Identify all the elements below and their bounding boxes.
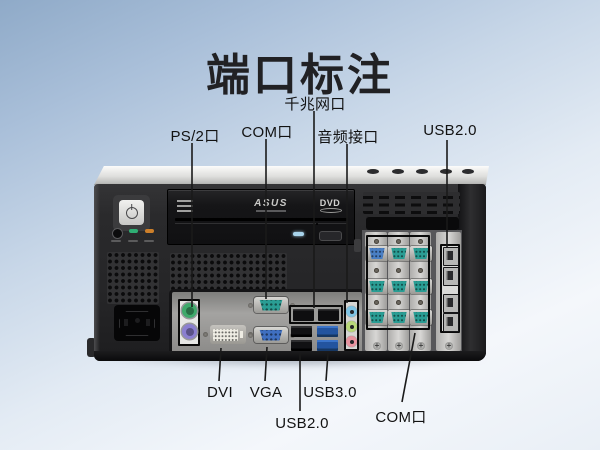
- panel-marking: [144, 240, 154, 242]
- bracket-screw: [396, 268, 401, 273]
- dvd-logo: DVD: [317, 198, 343, 213]
- com-expansion-port: [388, 310, 410, 325]
- usb2-port-rear: [291, 326, 312, 337]
- com-expansion-port: [388, 279, 410, 294]
- ethernet-highlight-box: [289, 305, 343, 324]
- ethernet-port-1: [293, 308, 314, 321]
- drive-activity-led: [293, 232, 304, 236]
- ethernet-port-2: [318, 308, 339, 321]
- bracket-screw: [374, 268, 379, 273]
- ac-pin-hole: [135, 318, 140, 323]
- dvi-analog-slot: [240, 331, 243, 338]
- page-title: 端口标注: [206, 51, 394, 101]
- com-expansion-port: [366, 279, 388, 294]
- drive-brand-subtext: [256, 210, 286, 212]
- bracket-thumb-screw: +: [395, 341, 403, 350]
- optical-drive: ASUS DVD: [167, 189, 355, 245]
- bracket-thumb-screw: +: [373, 341, 381, 350]
- dvi-pin-grid: [213, 328, 238, 341]
- dvi-port: [203, 325, 253, 344]
- ac-socket: [119, 311, 155, 336]
- com-port-rear: [247, 297, 295, 313]
- vent-grid-middle: [170, 253, 287, 296]
- usb2-expansion-port: [443, 313, 459, 332]
- rear-slot-opening: [366, 216, 459, 230]
- label-gigabit-lan: 千兆网口: [284, 96, 346, 113]
- label-com-top: COM口: [241, 124, 293, 141]
- com-expansion-port: [388, 246, 410, 261]
- panel-marking: [128, 240, 138, 242]
- com-expansion-port: [410, 246, 432, 261]
- bracket-screw: [418, 300, 423, 305]
- usb2-expansion-port: [443, 247, 459, 266]
- panel-marking: [111, 240, 121, 242]
- vga-port: [247, 327, 295, 343]
- chassis-right-bezel: [458, 184, 486, 361]
- power-icon: [125, 206, 138, 219]
- label-usb3: USB3.0: [303, 384, 357, 401]
- label-usb2-top: USB2.0: [423, 122, 477, 139]
- usb3-port: [317, 326, 338, 337]
- drive-latch: [354, 239, 361, 252]
- com-expansion-port: [366, 310, 388, 325]
- ac-pin-slot: [146, 319, 150, 326]
- com-expansion-port: [410, 279, 432, 294]
- ac-pin-slot: [124, 319, 128, 326]
- bracket-thumb-screw: +: [417, 341, 425, 350]
- hdd-led: [129, 229, 138, 233]
- audio-line-in-jack: [346, 306, 357, 317]
- ps2-keyboard-port: [182, 303, 197, 318]
- usb2-expansion-port: [443, 294, 459, 313]
- bracket-screw: [396, 239, 401, 244]
- usb2-expansion-port: [443, 267, 459, 286]
- top-vent-hole: [440, 169, 452, 174]
- com-highlight-box: [366, 235, 430, 330]
- label-dvi: DVI: [207, 384, 233, 401]
- label-vga: VGA: [249, 384, 283, 401]
- com-expansion-port: [366, 246, 388, 261]
- audio-line-out-jack: [346, 321, 357, 332]
- audio-mic-jack: [346, 336, 357, 347]
- bracket-screw: [418, 268, 423, 273]
- bracket-thumb-screw: +: [445, 341, 453, 350]
- label-usb2-bottom: USB2.0: [275, 415, 329, 432]
- chassis-bottom-rail: [94, 351, 486, 361]
- emergency-eject-hole: [316, 223, 318, 225]
- usb3-port: [317, 340, 338, 351]
- drive-brand-logo: ASUS: [254, 198, 288, 209]
- drive-tray-slit: [175, 218, 347, 221]
- vent-grid-left: [107, 252, 159, 304]
- label-com-bottom: COM口: [375, 409, 427, 426]
- com-expansion-port: [410, 310, 432, 325]
- top-vent-hole: [392, 169, 404, 174]
- chassis-left-bezel: [94, 184, 100, 354]
- chassis-foot: [87, 338, 96, 357]
- bracket-screw: [396, 300, 401, 305]
- top-vent-hole: [367, 169, 379, 174]
- chassis-top-surface: [94, 166, 489, 185]
- label-audio: 音频接口: [317, 129, 379, 146]
- power-button: [119, 200, 144, 225]
- reset-button: [112, 228, 123, 239]
- eject-button: [319, 231, 342, 241]
- ac-power-inlet: [114, 305, 160, 341]
- usb2-port-rear: [291, 340, 312, 351]
- ps2-mouse-port: [182, 324, 197, 339]
- label-ps2: PS/2口: [170, 128, 220, 145]
- drive-tray-edge: [175, 223, 347, 224]
- top-vent-hole: [462, 169, 474, 174]
- disc-logo-icon: [177, 199, 193, 212]
- power-led: [145, 229, 154, 233]
- top-vent-hole: [416, 169, 428, 174]
- bracket-screw: [374, 300, 379, 305]
- bracket-screw: [374, 239, 379, 244]
- vent-grid-top-right: [363, 192, 460, 214]
- bracket-screw: [418, 239, 423, 244]
